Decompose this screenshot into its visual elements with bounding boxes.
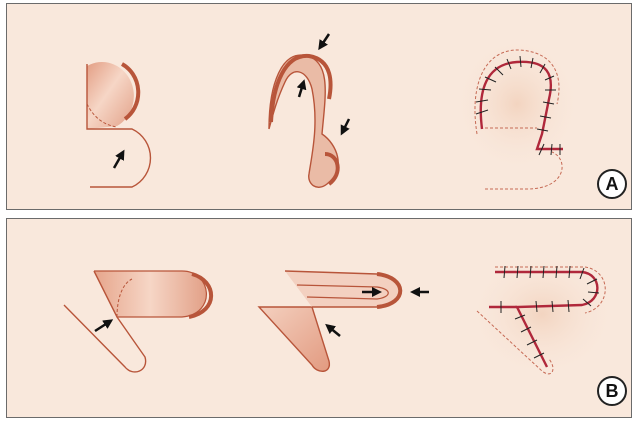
b1-arrow	[95, 322, 109, 331]
b1-flap-fill	[94, 271, 206, 317]
b2-arrow-lower	[329, 327, 340, 336]
b1-elliptical-flap	[64, 271, 211, 372]
panel-label-b: B	[597, 376, 627, 406]
panel-a: A	[6, 3, 632, 210]
panel-b: B	[6, 218, 632, 418]
a1-rotation-flap	[87, 62, 150, 187]
a3-sutured-result	[452, 34, 582, 189]
a2-arrow-lobe	[343, 119, 349, 131]
b2-folded-flap	[259, 271, 429, 371]
a1-arrow	[114, 154, 122, 168]
panel-a-illustration	[7, 4, 632, 210]
a2-hook-flap	[269, 34, 349, 187]
panel-b-illustration	[7, 219, 632, 418]
panel-label-a: A	[597, 169, 627, 199]
a3-glow	[452, 34, 582, 174]
a2-arrow-inner	[299, 84, 303, 97]
b3-sutured-result	[467, 249, 617, 379]
b2-lower-flap	[259, 307, 329, 371]
a2-arrow-top	[321, 34, 329, 46]
